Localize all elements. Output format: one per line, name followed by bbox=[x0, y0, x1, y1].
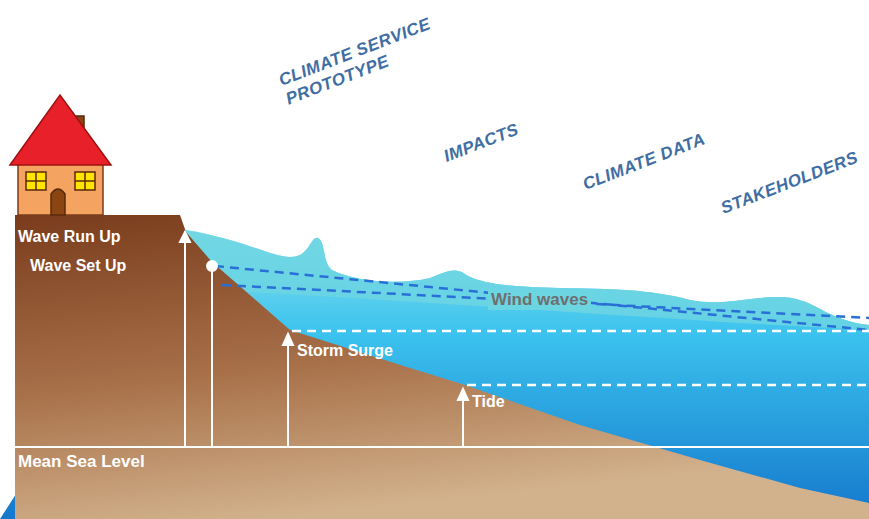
level-label: Mean Sea Level bbox=[18, 452, 145, 472]
roof bbox=[10, 95, 111, 165]
mean-sea-level-line bbox=[15, 446, 869, 448]
theme-heading: CLIMATE SERVICE PROTOTYPE bbox=[276, 6, 463, 109]
level-label: Storm Surge bbox=[297, 342, 393, 360]
theme-heading: STAKEHOLDERS bbox=[718, 148, 861, 218]
level-label: Tide bbox=[472, 393, 505, 411]
window bbox=[75, 172, 95, 190]
storm-surge-arrowhead bbox=[283, 334, 293, 345]
set-up-arrow bbox=[211, 270, 213, 447]
storm-surge-level bbox=[292, 330, 869, 333]
tide-level bbox=[467, 384, 869, 387]
tide-arrowhead bbox=[458, 389, 468, 400]
wave-label: Wind waves bbox=[488, 290, 591, 310]
storm-surge-arrow bbox=[287, 343, 289, 447]
door bbox=[51, 189, 65, 215]
theme-heading: CLIMATE DATA bbox=[580, 130, 708, 195]
run-up-arrowhead bbox=[180, 232, 190, 242]
setup-dashed-line bbox=[222, 285, 869, 318]
level-label: Wave Run Up bbox=[18, 228, 121, 246]
window bbox=[26, 172, 46, 190]
wind-wave-band bbox=[185, 230, 869, 330]
land bbox=[15, 215, 869, 519]
set-up-dot bbox=[207, 261, 217, 271]
house bbox=[10, 95, 111, 215]
run-up-arrow bbox=[184, 240, 186, 447]
level-label: Wave Set Up bbox=[30, 257, 126, 275]
theme-heading: IMPACTS bbox=[441, 120, 522, 166]
house-wall bbox=[18, 163, 103, 215]
tide-arrow bbox=[462, 398, 464, 447]
wind-wave-dashed-line bbox=[215, 266, 869, 330]
